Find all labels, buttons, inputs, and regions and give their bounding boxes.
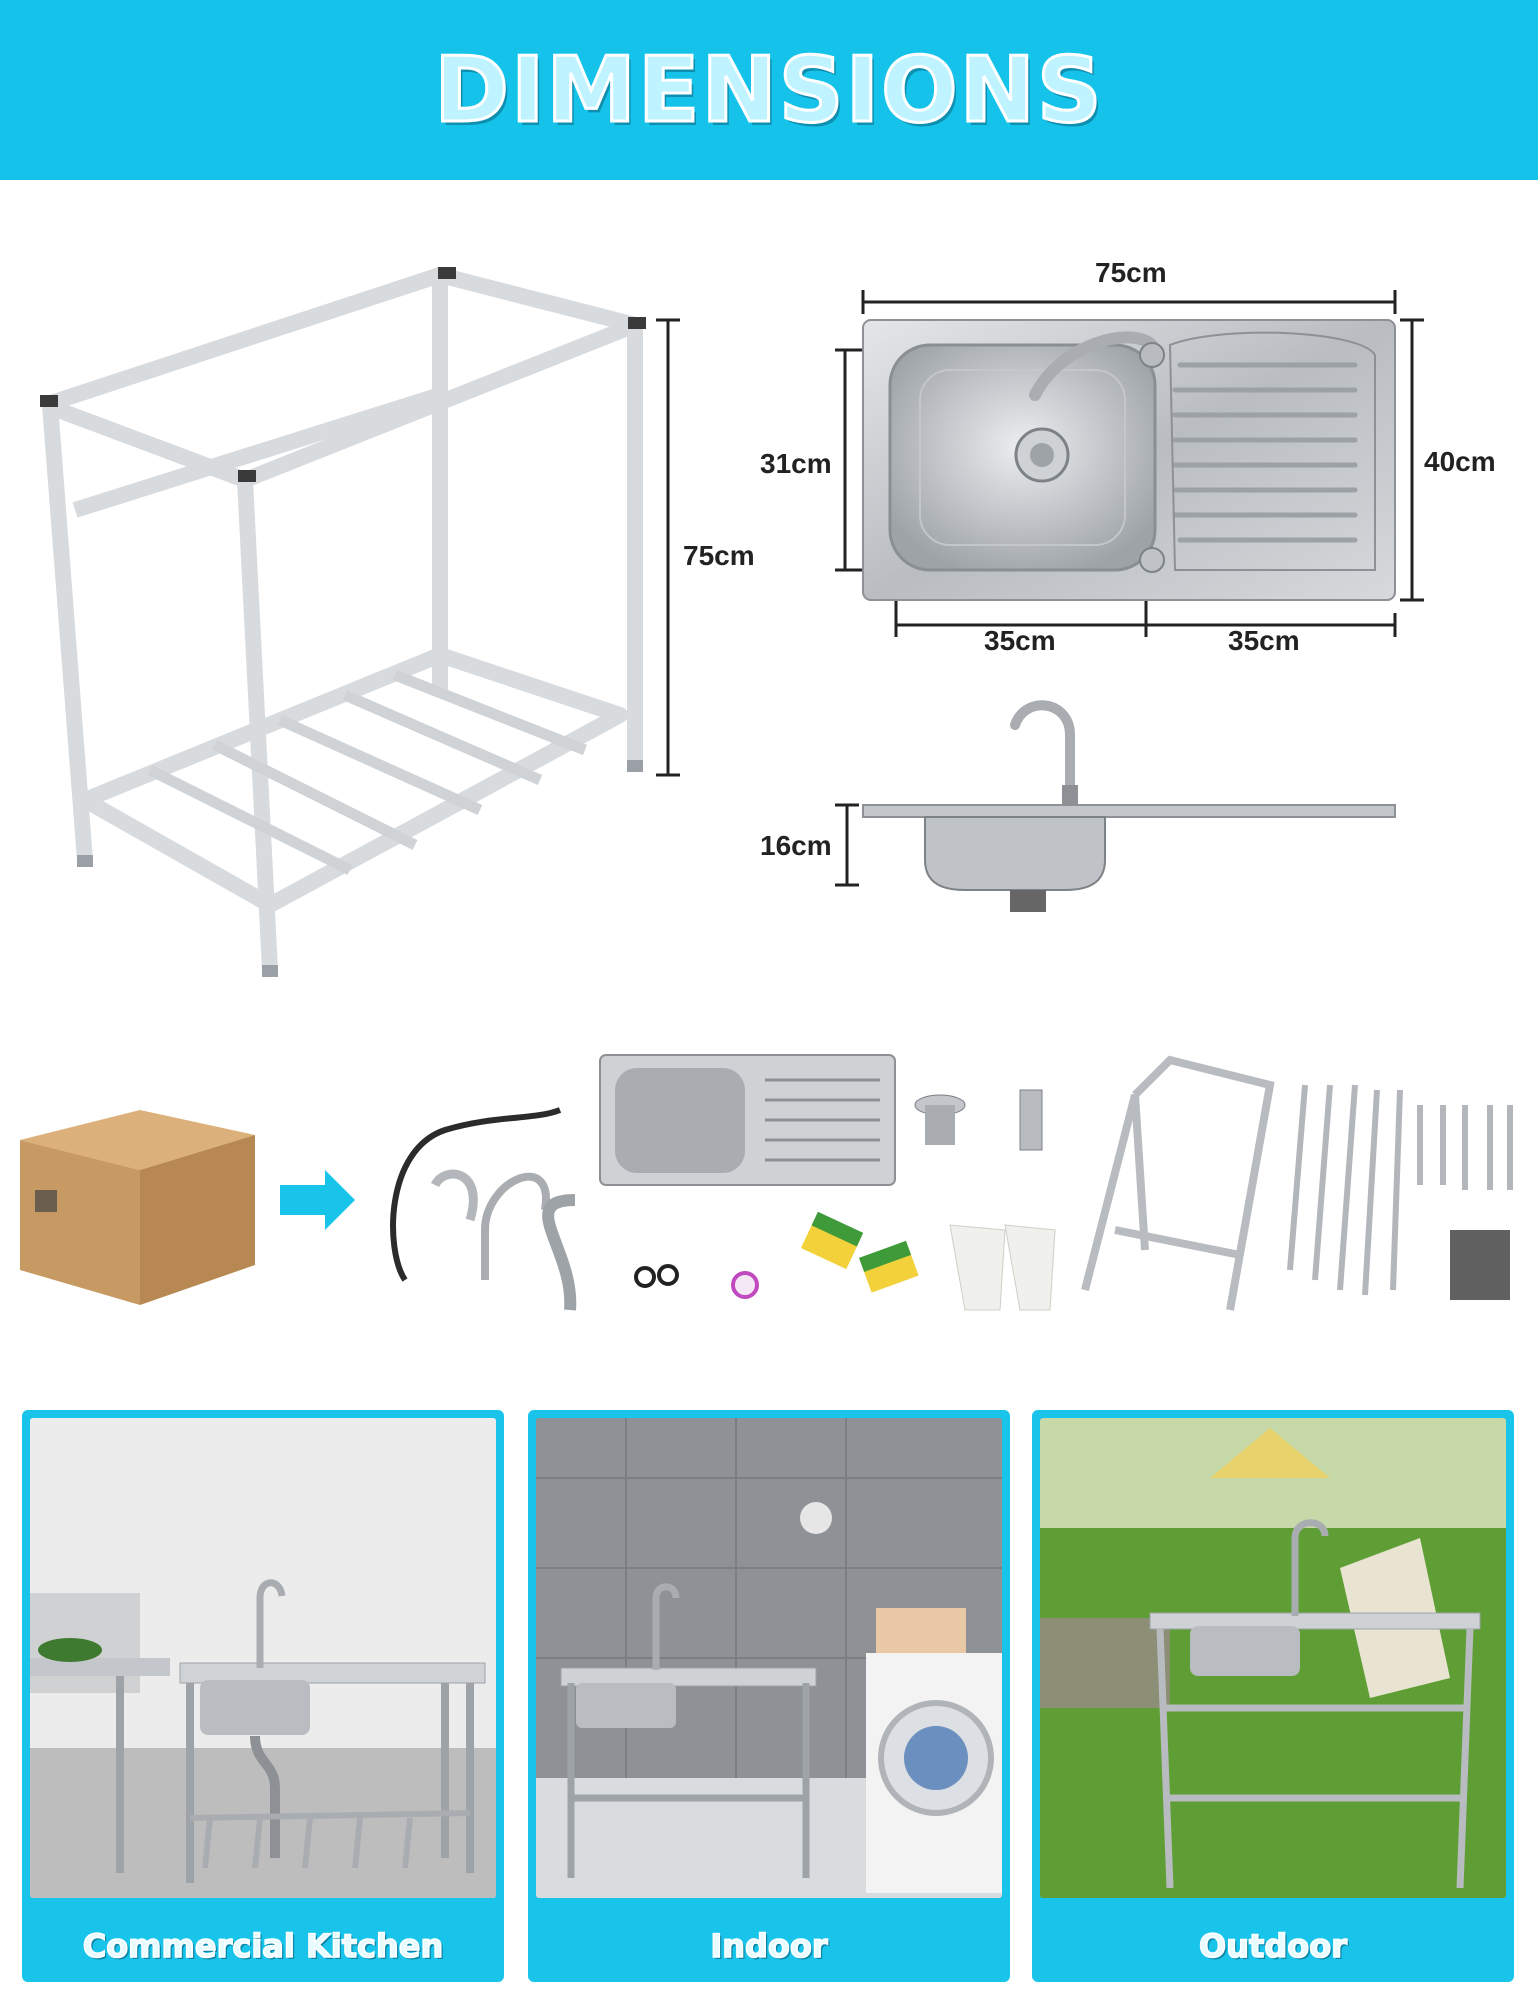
frame-height-label: 75cm xyxy=(683,540,755,571)
package-contents xyxy=(20,1054,1513,1311)
sink-depth-label: 40cm xyxy=(1424,446,1496,477)
page-title: DIMENSIONS xyxy=(433,37,1104,145)
bowl-depth-label: 31cm xyxy=(760,448,832,479)
sink-width-label: 75cm xyxy=(1095,257,1167,288)
scene-card-commercial-kitchen: Commercial Kitchen xyxy=(22,1410,504,1982)
indoor-photo xyxy=(536,1418,1002,1898)
header-banner: DIMENSIONS xyxy=(0,0,1538,180)
cardboard-box-icon xyxy=(20,1110,255,1305)
card-label-outdoor: Outdoor xyxy=(1198,1926,1347,1966)
bowl-height-label: 16cm xyxy=(760,830,832,861)
drainer-width-label: 35cm xyxy=(1228,625,1300,656)
sink-side-view xyxy=(835,700,1396,912)
card-label-commercial-kitchen: Commercial Kitchen xyxy=(82,1926,444,1966)
sink-top-view xyxy=(835,290,1424,637)
sink-frame-illustration xyxy=(40,267,680,977)
bowl-width-label: 35cm xyxy=(984,625,1056,656)
arrow-right-icon xyxy=(280,1170,355,1230)
scene-card-outdoor: Outdoor xyxy=(1032,1410,1514,1982)
card-label-indoor: Indoor xyxy=(710,1926,829,1966)
scene-card-indoor: Indoor xyxy=(528,1410,1010,1982)
outdoor-photo xyxy=(1040,1418,1506,1898)
commercial-kitchen-photo xyxy=(30,1418,496,1898)
